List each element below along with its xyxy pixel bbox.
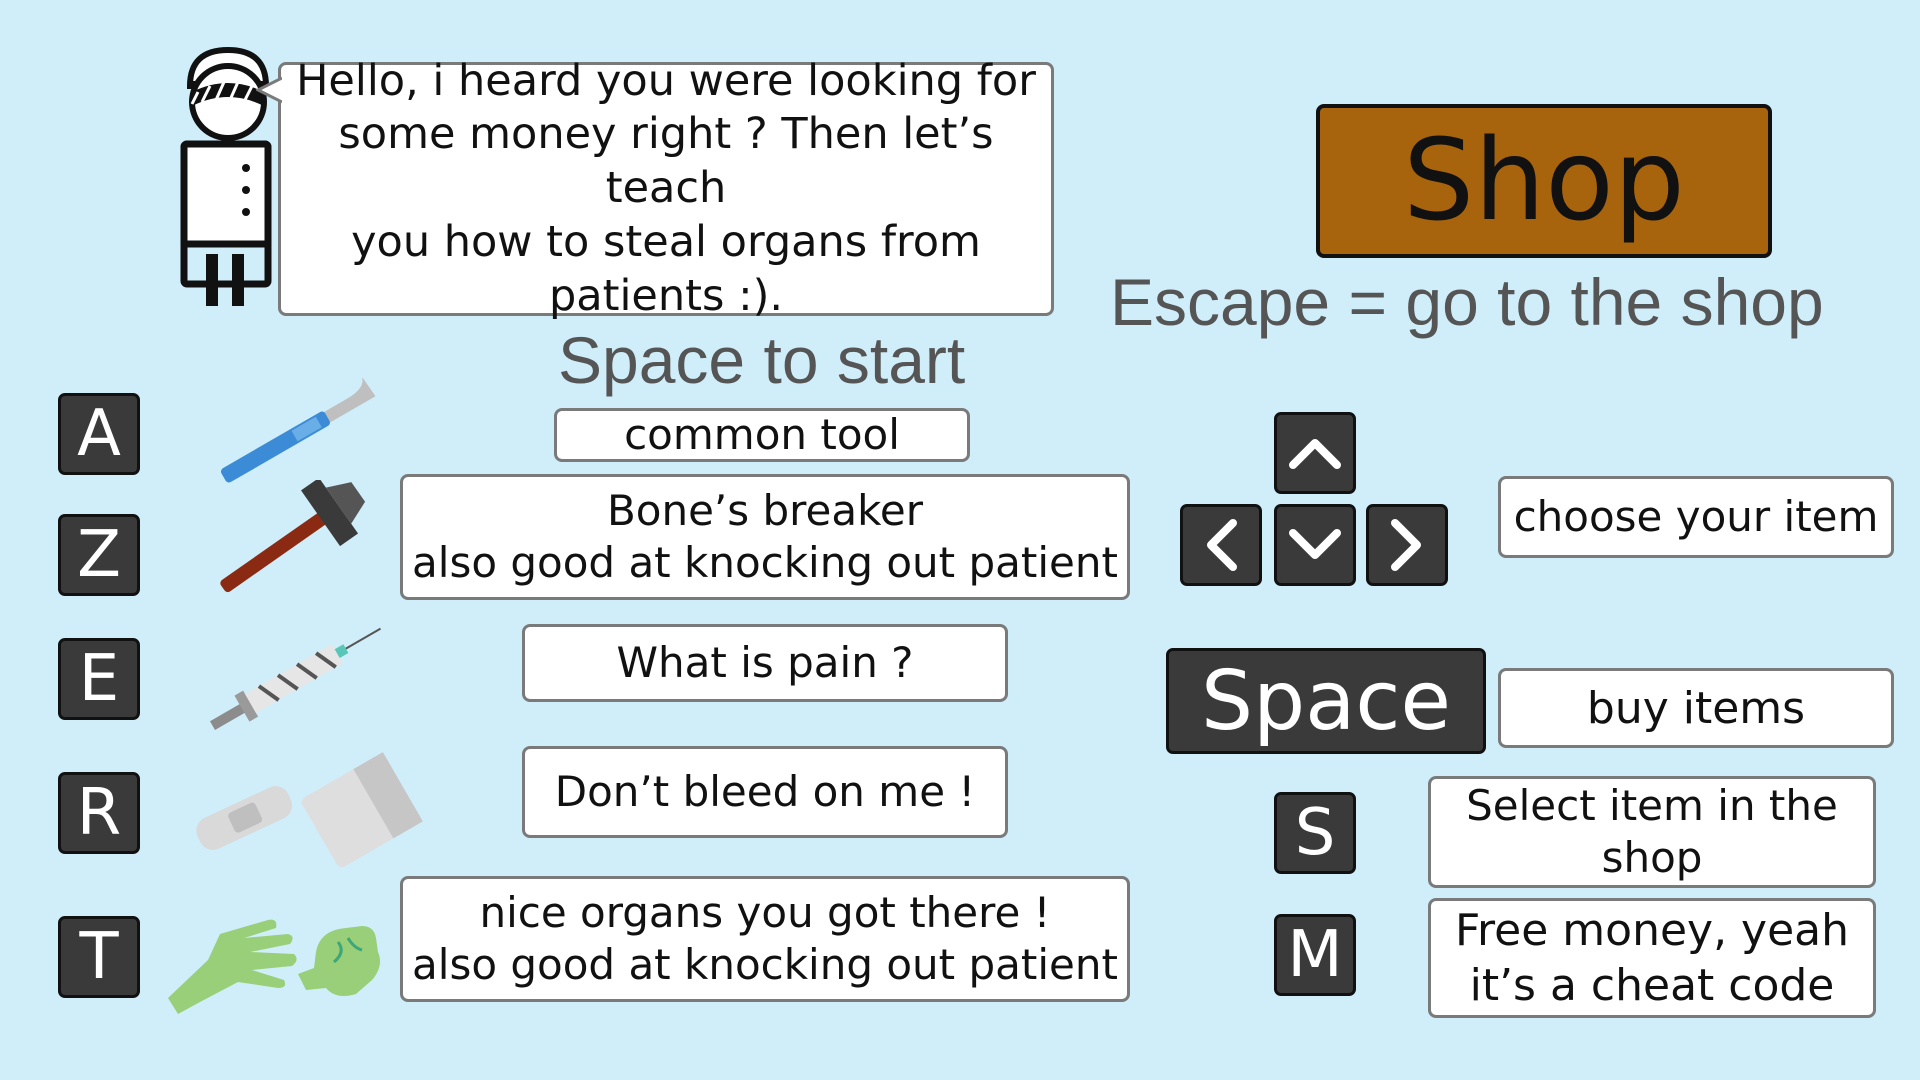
gloves-icon xyxy=(168,919,380,1014)
tool-description-organs: nice organs you got there ! also good at… xyxy=(400,876,1130,1002)
arrow-down-key xyxy=(1274,504,1356,586)
dialog-bubble: Hello, i heard you were looking for some… xyxy=(278,56,1054,321)
tool-description-bone-breaker: Bone’s breaker also good at knocking out… xyxy=(400,474,1130,600)
shop-button-label: Shop xyxy=(1403,116,1685,246)
scalpel-icon xyxy=(220,378,376,483)
arrow-left-key xyxy=(1180,504,1262,586)
key-t: T xyxy=(58,916,140,998)
start-hint: Space to start xyxy=(558,323,966,397)
key-s: S xyxy=(1274,792,1356,874)
shop-button[interactable]: Shop xyxy=(1316,104,1772,258)
select-description: Select item in the shop xyxy=(1428,776,1876,888)
tool-description-common: common tool xyxy=(554,408,970,462)
bubble-tail xyxy=(256,76,282,104)
key-r: R xyxy=(58,772,140,854)
space-key: Space xyxy=(1166,648,1486,754)
bandage-icon xyxy=(196,752,423,868)
space-description: buy items xyxy=(1498,668,1894,748)
arrow-right-key xyxy=(1366,504,1448,586)
key-m: M xyxy=(1274,914,1356,996)
arrows-description: choose your item xyxy=(1498,476,1894,558)
money-description: Free money, yeah it’s a cheat code xyxy=(1428,898,1876,1018)
key-a: A xyxy=(58,393,140,475)
syringe-icon xyxy=(209,627,382,730)
arrow-right-icon xyxy=(1391,519,1421,571)
key-e: E xyxy=(58,638,140,720)
key-z: Z xyxy=(58,514,140,596)
arrow-left-icon xyxy=(1207,519,1237,571)
arrow-up-icon xyxy=(1289,439,1341,469)
shop-hint: Escape = go to the shop xyxy=(1110,265,1824,339)
arrow-up-key xyxy=(1274,412,1356,494)
tool-description-bleed: Don’t bleed on me ! xyxy=(522,746,1008,838)
doctor-icon xyxy=(180,46,272,306)
arrow-down-icon xyxy=(1289,529,1341,559)
hammer-icon xyxy=(220,480,366,593)
tool-description-pain: What is pain ? xyxy=(522,624,1008,702)
